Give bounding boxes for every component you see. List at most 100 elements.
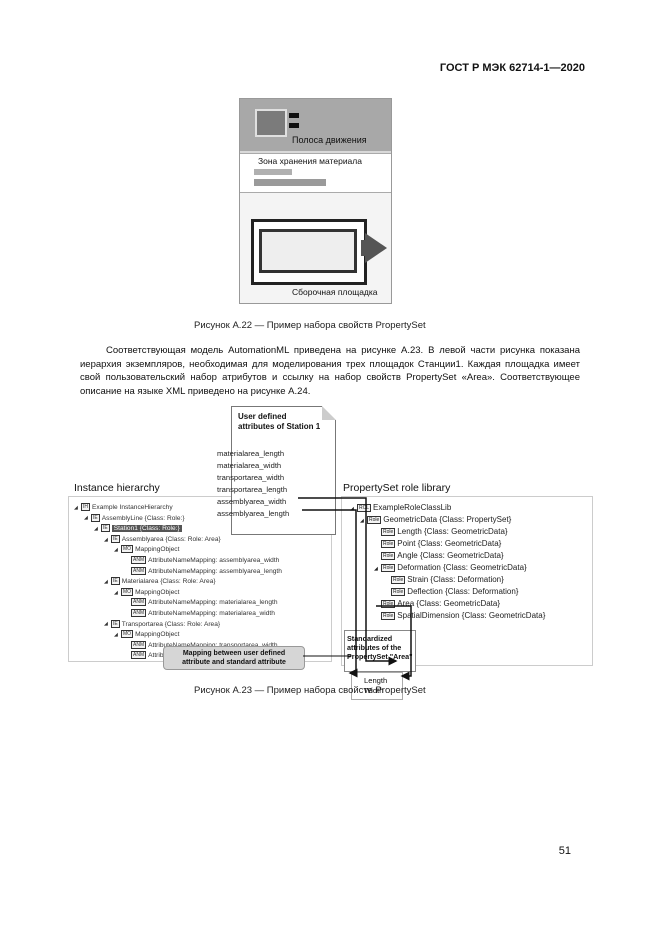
node-type-icon: ANM xyxy=(131,566,147,575)
role-class-icon: Role xyxy=(367,515,382,524)
attribute-item: Width xyxy=(364,686,384,695)
tree-row-label: MappingObject xyxy=(135,630,180,638)
storage-label: Зона хранения материала xyxy=(258,156,362,166)
tree-row-label: SpatialDimension {Class: GeometricData} xyxy=(397,611,546,620)
attribute-item: transportarea_width xyxy=(217,473,285,482)
expand-toggle-icon[interactable]: ◢ xyxy=(114,589,118,596)
expand-toggle-icon[interactable]: ◢ xyxy=(114,631,118,638)
role-class-icon: Role xyxy=(391,575,406,584)
expand-toggle-icon[interactable]: ◢ xyxy=(114,547,118,554)
tree-row-label: Point {Class: GeometricData} xyxy=(397,539,502,548)
lane-marker xyxy=(289,123,299,128)
node-type-icon: MO xyxy=(121,545,134,554)
expand-toggle-icon[interactable]: ◢ xyxy=(374,566,378,572)
arrow-width-mapping xyxy=(298,497,398,666)
body-paragraph: Соответствующая модель AutomationML прив… xyxy=(80,344,580,398)
attribute-item: assemblyarea_length xyxy=(217,509,290,518)
expand-toggle-icon[interactable]: ◢ xyxy=(84,515,88,522)
node-type-icon: MO xyxy=(121,630,134,639)
figure-a22: Полоса движения Зона хранения материала … xyxy=(239,98,392,304)
arrow-area-to-standard xyxy=(376,605,412,681)
tree-row-label: ExampleRoleClassLib xyxy=(373,503,452,512)
node-type-icon: IE xyxy=(91,513,100,522)
node-type-icon: IE xyxy=(111,534,120,543)
role-class-icon: Role xyxy=(381,551,396,560)
expand-toggle-icon[interactable]: ◢ xyxy=(104,578,108,585)
assembly-inner-frame xyxy=(259,229,357,273)
tree-row-label: MappingObject xyxy=(135,546,180,554)
attribute-item: assemblyarea_width xyxy=(217,497,287,506)
user-attributes-list: materialarea_length materialarea_width t… xyxy=(217,448,289,520)
tree-row-label: AttributeNameMapping: materialarea_lengt… xyxy=(148,599,278,607)
node-type-icon: ANM xyxy=(131,609,147,617)
role-class-icon: Role xyxy=(381,527,396,536)
tree-row-label: AttributeNameMapping: assemblyarea_width xyxy=(148,556,280,564)
expand-toggle-icon[interactable]: ◢ xyxy=(104,536,108,543)
node-type-icon: IH xyxy=(81,503,90,511)
node-type-icon: ANM xyxy=(131,640,147,649)
figure-a23-caption: Рисунок А.23 — Пример набора свойств Pro… xyxy=(194,685,426,696)
standard-attributes-box xyxy=(351,672,403,700)
tree-row-label: Materialarea {Class: Role: Area} xyxy=(121,577,216,585)
figure-a22-caption: Рисунок А.22 — Пример набора свойств Pro… xyxy=(194,320,426,331)
node-type-icon: ANM xyxy=(131,598,147,607)
mapping-note-text: Mapping between user defined attribute a… xyxy=(182,650,286,666)
page-number: 51 xyxy=(558,845,571,857)
role-class-icon: RCL xyxy=(357,503,372,512)
attribute-item: Length xyxy=(364,676,388,685)
role-class-icon: Role xyxy=(381,599,396,608)
node-type-icon: ANM xyxy=(131,556,147,564)
role-class-icon: Role xyxy=(381,611,396,620)
lane-label: Полоса движения xyxy=(292,135,367,145)
node-type-icon: MO xyxy=(121,587,134,596)
role-class-icon: Role xyxy=(381,563,396,572)
node-type-icon: IE xyxy=(101,524,110,533)
tree-row-label: MappingObject xyxy=(135,588,180,596)
tree-row-label: Deflection {Class: Deformation} xyxy=(407,587,519,596)
expand-toggle-icon[interactable]: ◢ xyxy=(350,506,354,512)
tree-row-label: Deformation {Class: GeometricData} xyxy=(397,563,527,572)
mapping-note: Mapping between user defined attribute a… xyxy=(163,646,305,670)
tree-row-label: AttributeNameMapping: assemblyarea_lengt… xyxy=(148,567,282,575)
tree-row-label: AttributeNameMapping: transportarea_widt… xyxy=(148,642,277,649)
instance-hierarchy-title: Instance hierarchy xyxy=(74,482,160,494)
expand-toggle-icon[interactable]: ◢ xyxy=(104,621,108,628)
role-library-title: PropertySet role library xyxy=(343,482,451,494)
tree-row-label: Station1 {Class: Role:} xyxy=(111,524,182,532)
tree-row-label: AttributeNameMapping: materialarea_width xyxy=(148,609,275,617)
expand-toggle-icon[interactable]: ◢ xyxy=(94,525,98,532)
tree-row-label: Angle {Class: GeometricData} xyxy=(397,551,504,560)
expand-toggle-icon[interactable]: ◢ xyxy=(360,518,364,524)
tree-row-label: Area {Class: GeometricData} xyxy=(397,599,501,608)
role-class-icon: Role xyxy=(381,539,396,548)
document-id: ГОСТ Р МЭК 62714-1—2020 xyxy=(439,62,585,74)
standard-attributes-list: Length Width xyxy=(364,676,387,696)
expand-toggle-icon[interactable]: ◢ xyxy=(74,504,78,511)
paragraph-text: Соответствующая модель AutomationML прив… xyxy=(80,345,580,397)
tree-row-label: Length {Class: GeometricData} xyxy=(397,527,508,536)
